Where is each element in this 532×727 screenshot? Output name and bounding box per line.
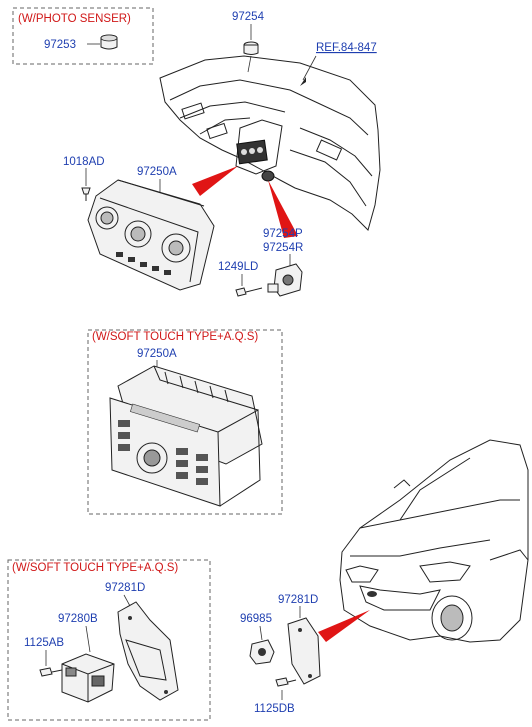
sensor-unit-97280B xyxy=(61,653,115,703)
callout-97250A-top: 97250A xyxy=(137,166,177,178)
soft-touch-group-1: (W/SOFT TOUCH TYPE+A.Q.S) 97250A xyxy=(87,329,283,515)
callout-97254R: 97254R xyxy=(263,242,303,254)
callout-97250A-mid: 97250A xyxy=(137,348,177,360)
photo-sensor-part xyxy=(100,34,118,50)
heater-control-panel-top xyxy=(87,179,215,291)
screw-1125DB xyxy=(275,677,297,687)
vehicle-front-view xyxy=(339,439,529,643)
callout-97280B: 97280B xyxy=(58,613,98,625)
callout-97254-top: 97254 xyxy=(232,11,265,23)
bracket-97281D-left xyxy=(117,601,179,701)
sensor-cap-97254 xyxy=(243,41,259,55)
dashboard-assembly: 97254 REF.84-847 xyxy=(159,11,381,231)
callout-1125DB: 1125DB xyxy=(254,703,295,715)
dash-sensor-spot xyxy=(261,170,275,182)
bracket-97281D-right xyxy=(287,617,321,685)
lower-right-parts: 97281D 96985 1125DB xyxy=(240,594,321,715)
soft-touch-dashed-box-2 xyxy=(7,559,211,721)
soft-touch-control-panel xyxy=(109,365,263,507)
reference-link[interactable]: REF.84-847 xyxy=(316,42,377,54)
callout-97281D-right: 97281D xyxy=(278,594,318,606)
red-arrow-to-panel xyxy=(192,166,238,196)
screw-1249LD xyxy=(235,287,263,297)
callout-96985: 96985 xyxy=(240,613,272,625)
callout-1249LD: 1249LD xyxy=(218,261,258,273)
photo-sensor-dashed-box xyxy=(12,7,154,65)
callout-1018AD: 1018AD xyxy=(63,156,105,168)
red-arrow-to-sensor xyxy=(268,180,298,238)
callout-97281D-left: 97281D xyxy=(105,582,145,594)
soft-touch-group-2: (W/SOFT TOUCH TYPE+A.Q.S) 97281D 97280B … xyxy=(7,559,211,721)
red-arrow-to-bumper-sensor xyxy=(318,610,370,642)
photo-sensor-group: (W/PHOTO SENSER) 97253 xyxy=(12,7,154,65)
callout-97254P: 97254P xyxy=(263,228,303,240)
screw-1125AB xyxy=(39,667,63,677)
callout-97253: 97253 xyxy=(44,39,76,51)
callout-1125AB: 1125AB xyxy=(24,637,64,649)
sensor-97254P-group: 97254P 97254R 1249LD xyxy=(218,228,303,297)
soft-touch-header-2: (W/SOFT TOUCH TYPE+A.Q.S) xyxy=(12,562,178,574)
photo-sensor-header: (W/PHOTO SENSER) xyxy=(18,13,131,25)
soft-touch-header-1: (W/SOFT TOUCH TYPE+A.Q.S) xyxy=(92,331,258,343)
screw-1018AD xyxy=(81,187,91,201)
sensor-96985 xyxy=(249,639,275,665)
sensor-97254P-part xyxy=(267,263,303,297)
heater-control-top-group: 1018AD 97250A xyxy=(63,156,215,291)
